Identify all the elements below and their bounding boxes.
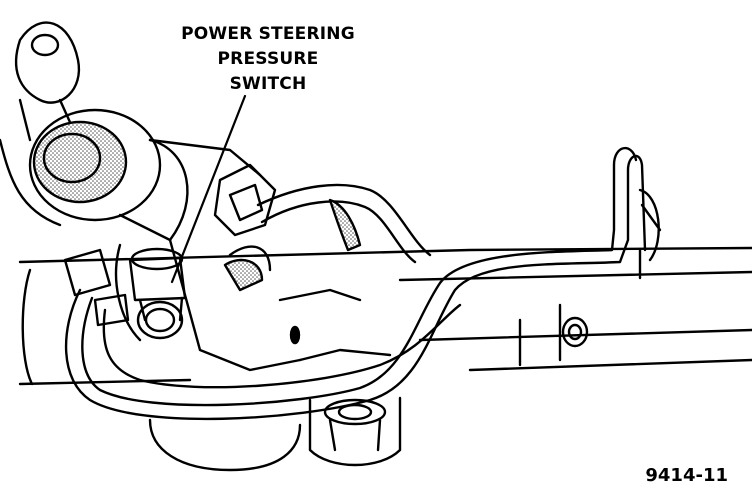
- pressure-switch-icon: [128, 247, 187, 340]
- hydraulic-tube-lines: [64, 147, 662, 421]
- callout-leader: [170, 94, 247, 284]
- callout-label: POWER STEERING PRESSURE SWITCH: [150, 22, 386, 97]
- figure-number: 9414-11: [645, 465, 728, 486]
- shadow-area: [223, 258, 264, 292]
- callout-line-3: SWITCH: [229, 74, 307, 94]
- rack-housing: [18, 246, 752, 386]
- valve-body: [114, 238, 392, 372]
- line-fittings: [63, 163, 277, 327]
- rack-boot: [148, 396, 402, 472]
- callout-line-1: POWER STEERING: [181, 24, 355, 44]
- shadow-area-2: [328, 198, 362, 252]
- callout-line-2: PRESSURE: [217, 49, 319, 69]
